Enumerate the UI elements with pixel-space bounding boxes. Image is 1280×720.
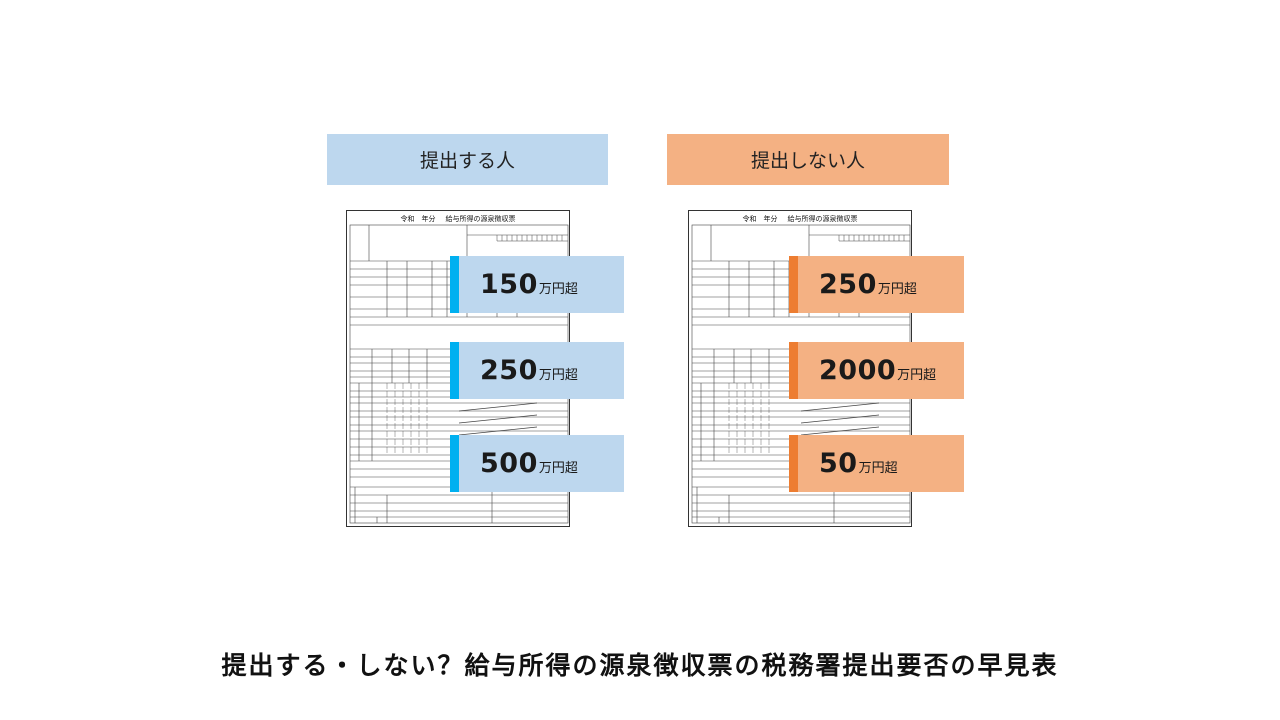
accent-bar [450,256,459,313]
threshold-unit: 万円超 [538,461,578,476]
threshold-unit: 万円超 [877,282,917,297]
accent-bar [789,342,798,399]
threshold-value: 250 [480,355,538,386]
form-line [458,402,538,412]
accent-bar [789,435,798,492]
page-caption: 提出する・しない？給与所得の源泉徴収票の税務署提出要否の早見表 [221,651,1059,680]
header-not-submit-label: 提出しない人 [750,150,865,172]
threshold-value: 150 [480,269,538,300]
form-line [458,426,538,436]
threshold-value: 2000 [819,355,897,386]
threshold-unit: 万円超 [897,368,937,383]
threshold-unit: 万円超 [538,368,578,383]
header-not-submit: 提出しない人 [667,134,949,185]
threshold-value: 250 [819,269,877,300]
form-line [800,414,880,424]
accent-bar [450,342,459,399]
threshold-unit: 万円超 [858,461,898,476]
header-submit: 提出する人 [327,134,608,185]
form-line [800,426,880,436]
accent-bar [450,435,459,492]
accent-bar [789,256,798,313]
form-line [800,402,880,412]
form-line [458,414,538,424]
threshold-value: 50 [819,448,858,479]
doc-title-right: 令和 年分給与所得の源泉徴収票 [742,215,858,223]
doc-title-left: 令和 年分給与所得の源泉徴収票 [400,215,516,223]
threshold-unit: 万円超 [538,282,578,297]
threshold-value: 500 [480,448,538,479]
header-submit-label: 提出する人 [419,150,515,172]
